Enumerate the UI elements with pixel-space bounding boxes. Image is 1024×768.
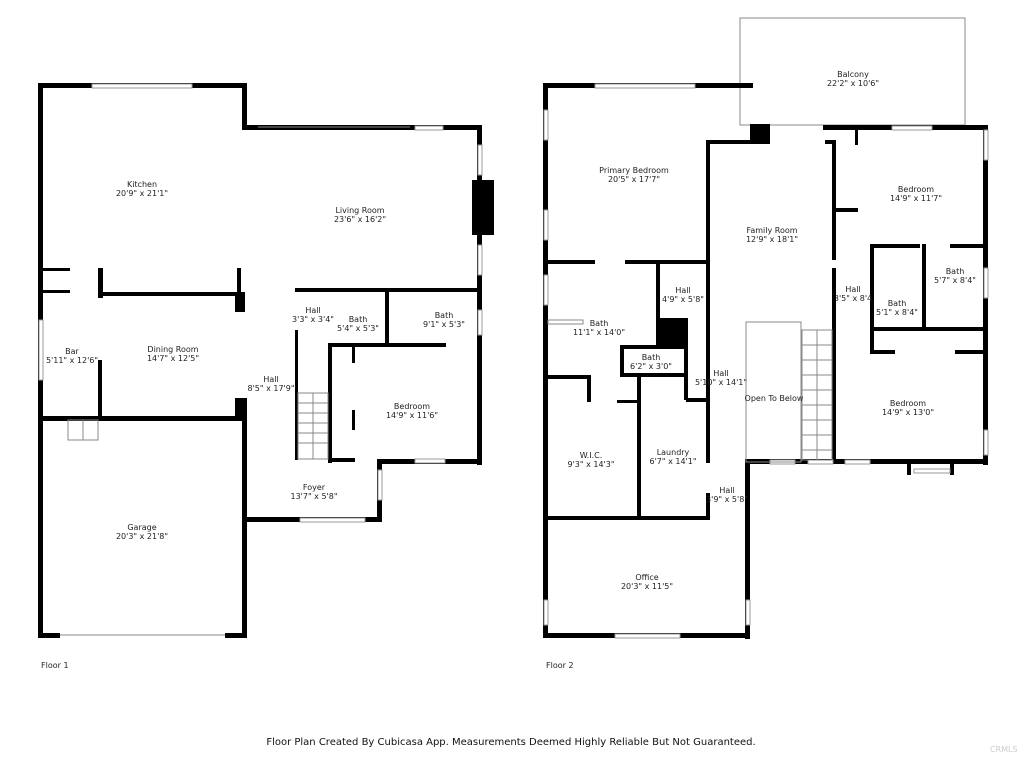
- room-name: Open To Below: [745, 394, 804, 403]
- room-name: Primary Bedroom: [599, 166, 669, 175]
- room-dims: 14'7" x 12'5": [147, 354, 199, 363]
- floor2-labels: Balcony 22'2" x 10'6" Primary Bedroom 20…: [546, 70, 976, 670]
- room-dims: 14'9" x 13'0": [882, 408, 934, 417]
- room-name: Hall: [675, 286, 690, 295]
- room-dims: 5'10" x 14'1": [695, 378, 747, 387]
- room-dims: 5'1" x 8'4": [876, 308, 918, 317]
- room-name: Hall: [845, 285, 860, 294]
- watermark: CRMLS: [990, 745, 1018, 754]
- floor2-stairs: [801, 329, 833, 461]
- floor1-labels: Kitchen 20'9" x 21'1" Living Room 23'6" …: [41, 180, 465, 670]
- room-dims: 5'7" x 8'4": [934, 276, 976, 285]
- floor1-label: Floor 1: [41, 661, 69, 670]
- room-dims: 8'5" x 17'9": [247, 384, 294, 393]
- room-name: Bath: [946, 267, 965, 276]
- room-name: Bath: [642, 353, 661, 362]
- room-dims: 22'2" x 10'6": [827, 79, 879, 88]
- disclaimer-footer: Floor Plan Created By Cubicasa App. Meas…: [266, 737, 755, 748]
- room-dims: 5'4" x 5'3": [337, 324, 379, 333]
- room-name: Laundry: [657, 448, 690, 457]
- room-dims: 9'1" x 5'3": [423, 320, 465, 329]
- room-name: Hall: [263, 375, 278, 384]
- floor1-walls: [38, 83, 494, 638]
- room-name: Office: [635, 573, 658, 582]
- room-dims: 3'9" x 5'8": [706, 495, 748, 504]
- room-dims: 20'3" x 21'8": [116, 532, 168, 541]
- room-name: Family Room: [746, 226, 797, 235]
- room-name: Dining Room: [147, 345, 198, 354]
- room-name: Bath: [590, 319, 609, 328]
- room-dims: 20'3" x 11'5": [621, 582, 673, 591]
- room-dims: 4'9" x 5'8": [662, 295, 704, 304]
- room-dims: 12'9" x 18'1": [746, 235, 798, 244]
- room-dims: 13'7" x 5'8": [290, 492, 337, 501]
- room-dims: 5'11" x 12'6": [46, 356, 98, 365]
- floor2-walls: [543, 17, 989, 639]
- room-dims: 11'1" x 14'0": [573, 328, 625, 337]
- room-name: Bedroom: [394, 402, 430, 411]
- room-name: Balcony: [837, 70, 869, 79]
- floor1-stairs: [67, 392, 329, 460]
- room-name: Bath: [435, 311, 454, 320]
- room-name: W.I.C.: [580, 451, 603, 460]
- room-dims: 3'5" x 8'4: [834, 294, 872, 303]
- room-name: Garage: [127, 523, 156, 532]
- room-dims: 23'6" x 16'2": [334, 215, 386, 224]
- room-dims: 20'5" x 17'7": [608, 175, 660, 184]
- room-name: Hall: [719, 486, 734, 495]
- room-name: Bedroom: [890, 399, 926, 408]
- room-name: Bath: [349, 315, 368, 324]
- room-dims: 20'9" x 21'1": [116, 189, 168, 198]
- room-name: Living Room: [335, 206, 384, 215]
- room-name: Hall: [305, 306, 320, 315]
- room-dims: 3'3" x 3'4": [292, 315, 334, 324]
- room-name: Bar: [65, 347, 79, 356]
- room-dims: 9'3" x 14'3": [567, 460, 614, 469]
- room-name: Bath: [888, 299, 907, 308]
- room-dims: 14'9" x 11'7": [890, 194, 942, 203]
- room-name: Bedroom: [898, 185, 934, 194]
- room-dims: 14'9" x 11'6": [386, 411, 438, 420]
- room-name: Hall: [713, 369, 728, 378]
- room-dims: 6'7" x 14'1": [649, 457, 696, 466]
- room-dims: 6'2" x 3'0": [630, 362, 672, 371]
- room-name: Kitchen: [127, 180, 157, 189]
- floor2-label: Floor 2: [546, 661, 574, 670]
- room-name: Foyer: [303, 483, 326, 492]
